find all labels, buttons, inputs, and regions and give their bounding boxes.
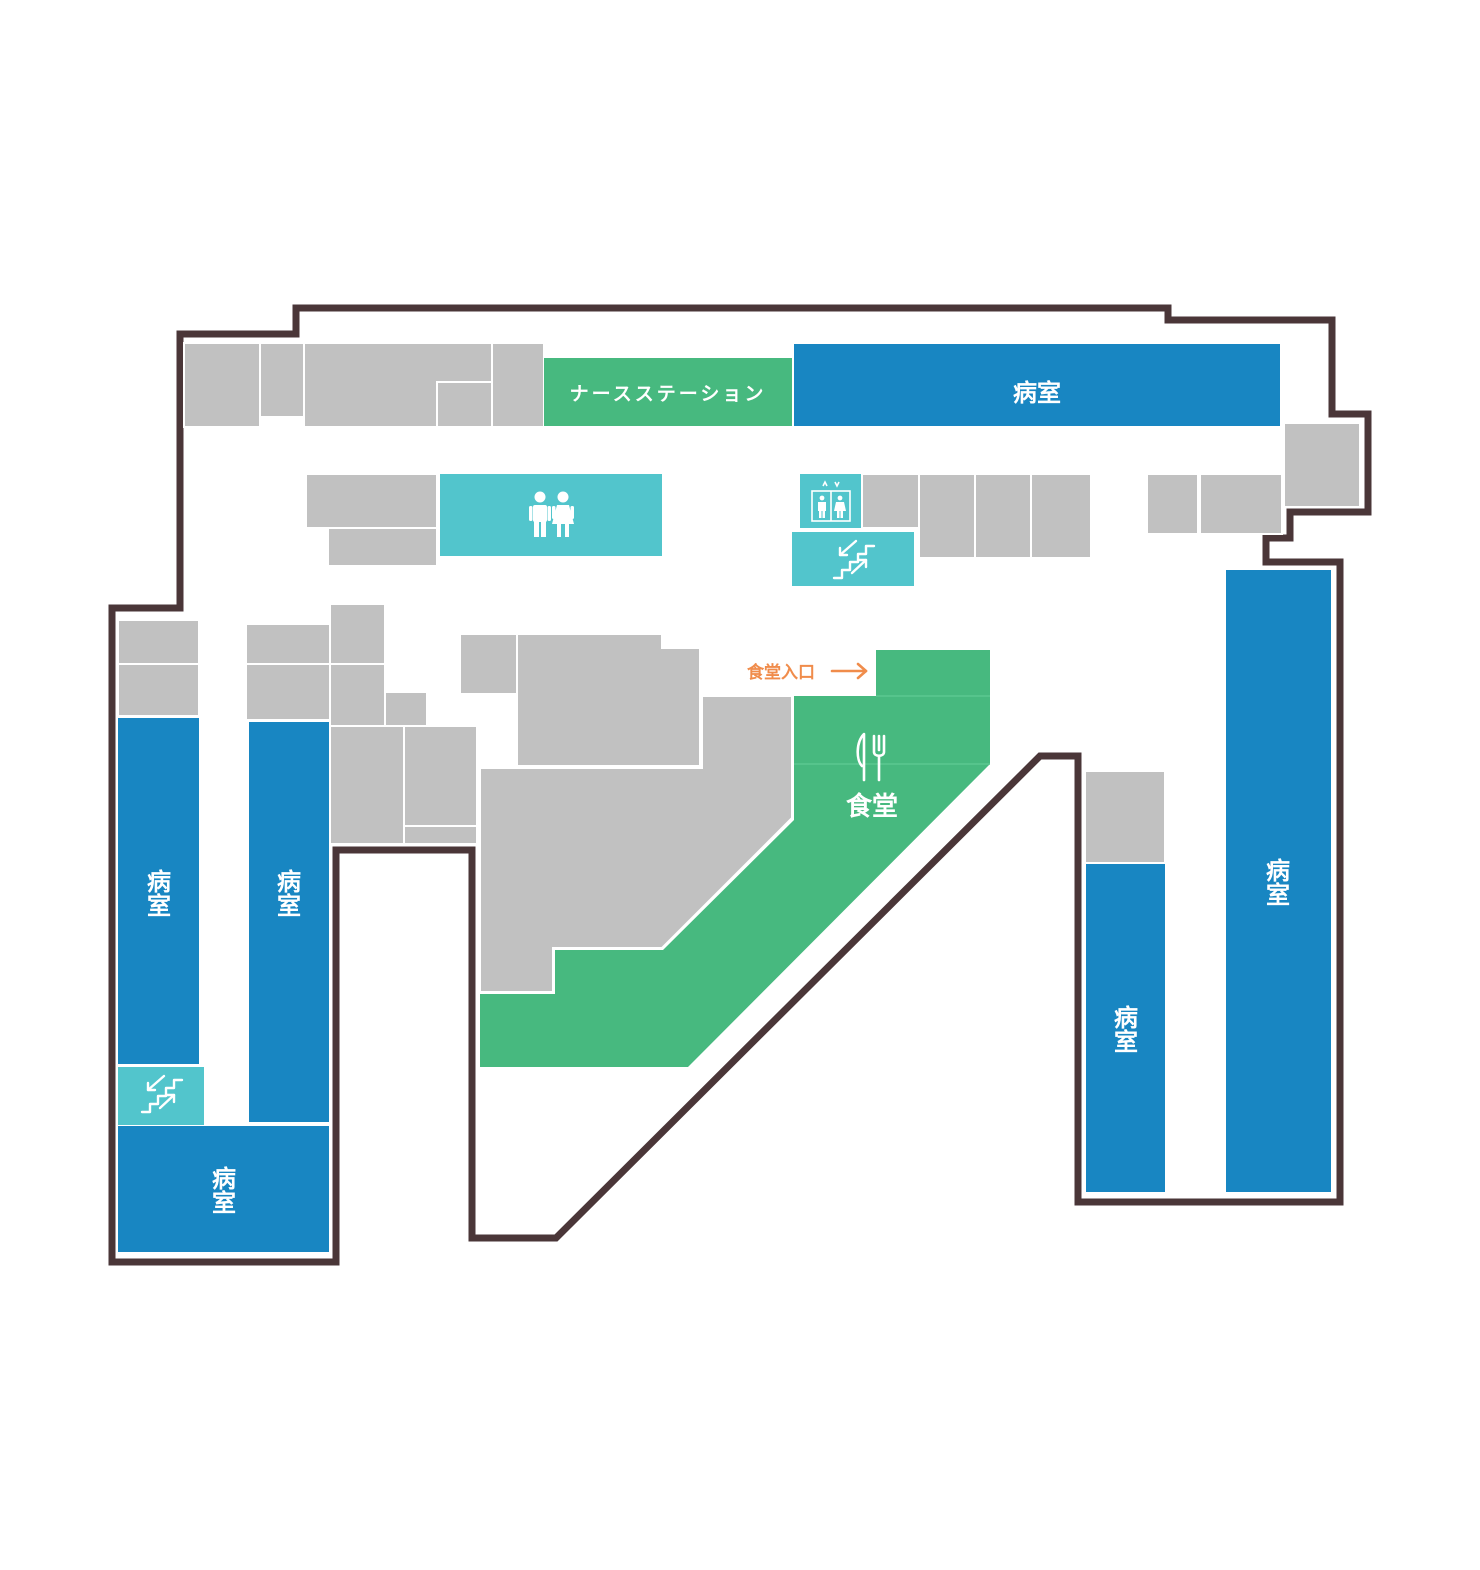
patient-room-left-bottom[interactable]: 病 室 [118,1126,329,1252]
room-gray [245,623,331,665]
elevator-icon [811,480,851,522]
room-gray [329,725,405,845]
stairs-icon [140,1074,184,1114]
room-gray [1030,473,1092,559]
room-gray [516,633,701,767]
cafeteria[interactable]: 食堂 [480,650,990,1067]
patient-room-label: 室 [277,892,301,920]
room-gray [384,691,428,727]
room-gray [1283,422,1361,508]
fork-knife-icon [856,732,886,782]
room-gray [459,633,518,695]
restroom-icon [529,491,574,537]
cafeteria-entrance-label: 食堂入口 [747,662,815,683]
arrow-right-icon [830,662,868,680]
room-gray [436,381,493,428]
room-gray [183,342,261,428]
patient-room-left-2[interactable]: 病 室 [249,722,329,1122]
room-gray [403,725,478,827]
room-gray [491,342,545,428]
patient-room-label: 病室 [1013,379,1061,407]
room-gray [1146,473,1199,535]
room-gray [974,473,1032,559]
nurse-station-label: ナースステーション [570,383,767,405]
patient-room-label: 病 [212,1165,236,1193]
patient-room-left-1[interactable]: 病 室 [118,718,199,1064]
room-gray [918,473,976,559]
room-gray [861,473,920,529]
room-gray [1199,473,1283,535]
room-gray [245,663,331,721]
room-gray [479,695,793,993]
room-gray [117,619,200,665]
patient-room-label: 室 [1266,881,1290,909]
room-gray [329,603,386,665]
cafeteria-label: 食堂 [846,791,898,822]
patient-room-label: 室 [147,892,171,920]
room-gray [329,663,386,727]
room-gray [259,342,305,418]
nurse-station[interactable]: ナースステーション [544,358,792,426]
patient-room-label: 室 [212,1189,236,1217]
restroom[interactable] [440,474,662,556]
room-gray [327,527,438,567]
room-gray [117,663,200,717]
patient-room-label: 室 [1114,1028,1138,1056]
room-gray [1084,770,1166,864]
patient-room-right-2[interactable]: 病 室 [1226,570,1331,1192]
patient-room-label: 病 [1266,857,1290,885]
room-gray [305,473,438,529]
stairs-upper[interactable] [792,532,914,586]
patient-room-right-1[interactable]: 病 室 [1086,864,1165,1192]
patient-room-label: 病 [1114,1004,1138,1032]
patient-room-label: 病 [147,868,171,896]
patient-room-label: 病 [277,868,301,896]
stairs-icon [832,539,876,580]
elevator[interactable] [800,474,862,528]
stairs-lower[interactable] [118,1067,204,1125]
room-gray [403,825,478,845]
cafeteria-entrance-sign: 食堂入口 [747,662,868,683]
patient-room-top[interactable]: 病室 [794,344,1280,426]
